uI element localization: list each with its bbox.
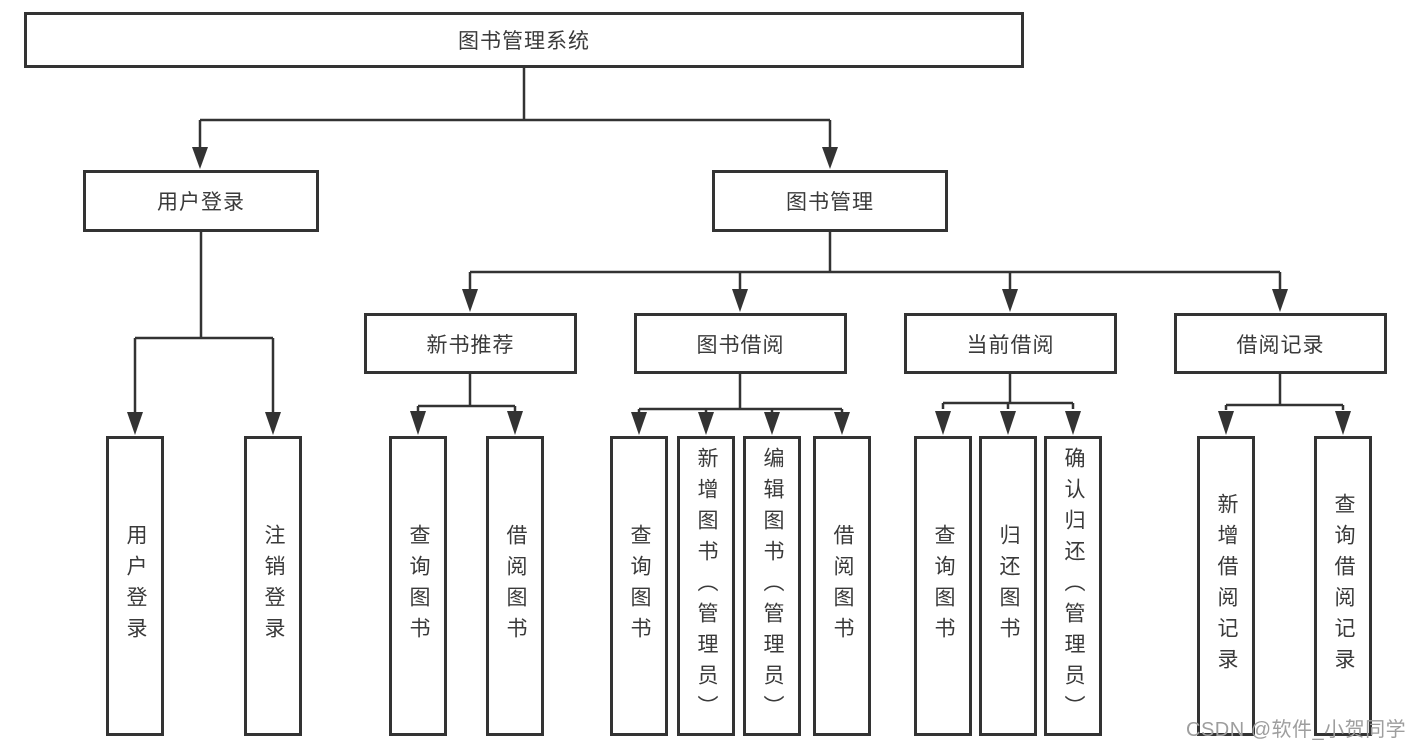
connector-arrowheads [127,147,1351,435]
node-user-login: 用户登录 [83,170,319,232]
leaf-query-books-recommend: 查询图书 [389,436,447,736]
leaf-confirm-return-admin: 确认归还（管理员） [1044,436,1102,736]
leaf-query-books-current: 查询图书 [914,436,972,736]
node-root-library-system: 图书管理系统 [24,12,1024,68]
arrow-down-icon [1000,411,1016,435]
arrow-down-icon [1065,411,1081,435]
arrow-down-icon [265,412,281,435]
leaf-edit-books-admin: 编辑图书（管理员） [743,436,801,736]
arrow-down-icon [1335,411,1351,435]
leaf-borrow-books: 借阅图书 [813,436,871,736]
arrow-down-icon [410,411,426,435]
leaf-add-books-admin: 新增图书（管理员） [677,436,735,736]
leaf-logout: 注销登录 [244,436,302,736]
node-current-borrow: 当前借阅 [904,313,1117,374]
csdn-watermark: CSDN @软件_小贺同学 [1186,719,1405,741]
arrow-down-icon [732,289,748,312]
leaf-user-login: 用户登录 [106,436,164,736]
leaf-query-borrow-record: 查询借阅记录 [1314,436,1372,736]
arrow-down-icon [1218,411,1234,435]
arrow-down-icon [935,411,951,435]
arrow-down-icon [507,411,523,435]
leaf-add-borrow-record: 新增借阅记录 [1197,436,1255,736]
arrow-down-icon [1272,289,1288,312]
arrow-down-icon [764,412,780,435]
arrow-down-icon [462,289,478,312]
node-book-borrow: 图书借阅 [634,313,847,374]
arrow-down-icon [192,147,208,169]
leaf-return-books: 归还图书 [979,436,1037,736]
node-book-management: 图书管理 [712,170,948,232]
arrow-down-icon [1002,289,1018,312]
arrow-down-icon [631,412,647,435]
arrow-down-icon [127,412,143,435]
node-borrow-records: 借阅记录 [1174,313,1387,374]
arrow-down-icon [698,412,714,435]
connector-lines [133,67,1345,414]
arrow-down-icon [822,147,838,169]
leaf-borrow-books-recommend: 借阅图书 [486,436,544,736]
arrow-down-icon [834,412,850,435]
node-new-book-recommend: 新书推荐 [364,313,577,374]
leaf-query-books-borrow: 查询图书 [610,436,668,736]
